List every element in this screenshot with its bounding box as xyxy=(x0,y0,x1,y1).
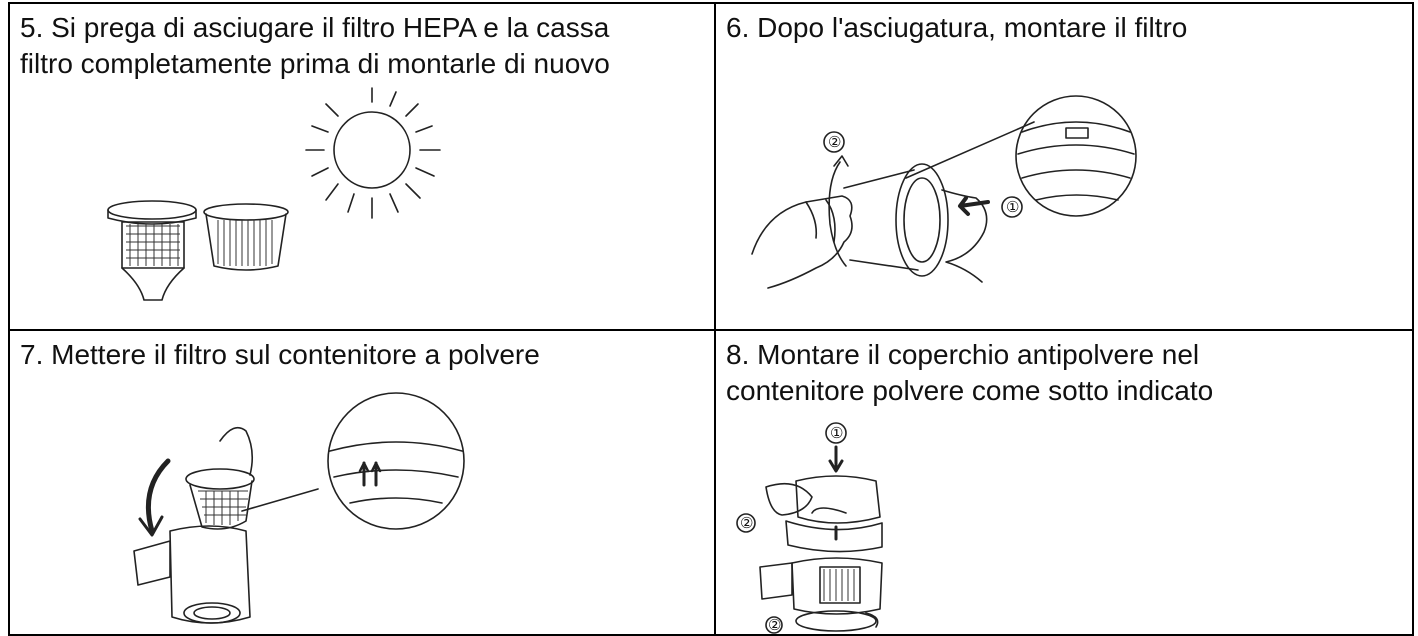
filter-housing-icon xyxy=(107,200,197,301)
step-5-caption: 5. Si prega di asciugare il filtro HEPA … xyxy=(20,10,706,82)
curved-arrow-icon xyxy=(138,458,171,537)
detail-magnifier-icon xyxy=(1015,95,1137,217)
hands-filter-icon xyxy=(751,121,1035,289)
step-8-caption: 8. Montare il coperchio antipolvere nel … xyxy=(726,337,1404,409)
detail-magnifier-icon xyxy=(327,392,465,530)
step-5-illustration xyxy=(107,87,441,301)
step-marker-2: ② xyxy=(736,513,756,533)
filter-in-hand-icon xyxy=(185,426,255,530)
step-6-caption: 6. Dopo l'asciugatura, montare il filtro xyxy=(726,10,1404,46)
dust-container-assembly-icon xyxy=(759,475,883,632)
svg-text:②: ② xyxy=(828,134,841,151)
instruction-table: 5. Si prega di asciugare il filtro HEPA … xyxy=(8,2,1414,636)
svg-text:①: ① xyxy=(1006,199,1019,216)
step-5-cell: 5. Si prega di asciugare il filtro HEPA … xyxy=(10,4,716,331)
step-marker-1: ① xyxy=(1001,196,1023,218)
arrow-down-icon xyxy=(828,445,844,473)
svg-text:①: ① xyxy=(830,425,843,442)
step-7-cell: 7. Mettere il filtro sul contenitore a p… xyxy=(10,331,716,636)
step-8-illustration: ① ② ② xyxy=(736,422,883,634)
dust-container-icon xyxy=(133,488,319,624)
arrow-left-icon xyxy=(958,196,990,216)
step-5-line-1: 5. Si prega di asciugare il filtro HEPA … xyxy=(20,12,610,43)
step-8-line-2: contenitore polvere come sotto indicato xyxy=(726,375,1214,406)
step-7-illustration xyxy=(133,392,465,624)
step-5-line-2: filtro completamente prima di montarle d… xyxy=(20,48,610,79)
step-6-line-1: 6. Dopo l'asciugatura, montare il filtro xyxy=(726,12,1188,43)
step-7-caption: 7. Mettere il filtro sul contenitore a p… xyxy=(20,337,706,373)
hepa-filter-icon xyxy=(203,203,289,271)
step-marker-2-bottom: ② xyxy=(765,616,783,634)
step-6-illustration: ② ① xyxy=(751,95,1137,289)
step-marker-2: ② xyxy=(823,131,845,153)
svg-text:②: ② xyxy=(768,617,781,634)
sun-icon xyxy=(305,87,441,219)
step-6-cell: 6. Dopo l'asciugatura, montare il filtro xyxy=(716,4,1414,331)
step-8-line-1: 8. Montare il coperchio antipolvere nel xyxy=(726,339,1200,370)
step-marker-1: ① xyxy=(825,422,847,444)
step-7-line-1: 7. Mettere il filtro sul contenitore a p… xyxy=(20,339,540,370)
svg-text:②: ② xyxy=(740,515,753,532)
step-8-cell: 8. Montare il coperchio antipolvere nel … xyxy=(716,331,1414,636)
